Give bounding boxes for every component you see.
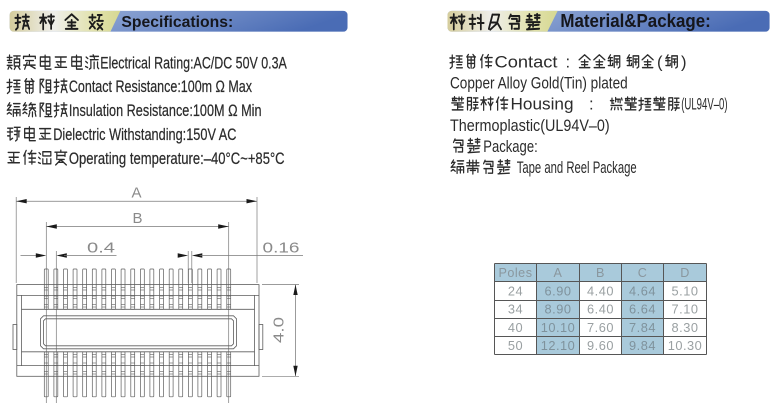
svg-text:4.64: 4.64 (629, 283, 656, 298)
svg-text:D: D (680, 266, 690, 280)
svg-text:Contact: Contact (495, 52, 558, 71)
svg-text:A: A (131, 185, 141, 202)
svg-text:4.0: 4.0 (271, 317, 288, 343)
svg-text:Specifications:: Specifications: (121, 14, 233, 31)
svg-text::: : (589, 95, 594, 114)
svg-text:7.60: 7.60 (587, 320, 614, 335)
svg-text:B: B (132, 210, 142, 227)
svg-text:5.10: 5.10 (672, 283, 699, 298)
svg-text:(: ( (657, 52, 663, 71)
svg-text:6.90: 6.90 (545, 283, 572, 298)
svg-text:(UL94V–0): (UL94V–0) (681, 95, 727, 114)
svg-text:C: C (638, 266, 648, 280)
svg-text:34: 34 (508, 302, 523, 317)
svg-text:24: 24 (508, 283, 523, 298)
svg-text:0.4: 0.4 (87, 240, 115, 257)
svg-text:Thermoplastic(UL94V–0): Thermoplastic(UL94V–0) (450, 116, 610, 135)
svg-text:): ) (681, 52, 687, 71)
svg-text:Package:: Package: (483, 137, 537, 156)
svg-text:4.40: 4.40 (587, 283, 614, 298)
svg-text:6.40: 6.40 (587, 302, 614, 317)
svg-text:Housing: Housing (511, 95, 574, 114)
svg-text:Electrical Rating:AC/DC 50V 0.: Electrical Rating:AC/DC 50V 0.3A (100, 53, 287, 72)
svg-text:Poles: Poles (498, 266, 532, 280)
svg-text:B: B (596, 266, 605, 280)
svg-text:12.10: 12.10 (541, 338, 576, 353)
svg-text:10.30: 10.30 (668, 338, 703, 353)
svg-text:8.30: 8.30 (672, 320, 699, 335)
svg-text:9.84: 9.84 (629, 338, 656, 353)
svg-text:Material&Package:: Material&Package: (560, 10, 710, 31)
svg-text:7.84: 7.84 (629, 320, 656, 335)
svg-text:8.90: 8.90 (545, 302, 572, 317)
svg-text:Operating temperature:–40°C~+8: Operating temperature:–40°C~+85°C (69, 149, 285, 168)
svg-text:0.16: 0.16 (263, 240, 300, 257)
svg-text:9.60: 9.60 (587, 338, 614, 353)
svg-text:Contact Resistance:100m Ω Max: Contact Resistance:100m Ω Max (69, 77, 253, 96)
svg-text:10.10: 10.10 (541, 320, 576, 335)
svg-text::: : (566, 52, 571, 71)
svg-text:6.64: 6.64 (629, 302, 656, 317)
svg-text:40: 40 (508, 320, 523, 335)
svg-text:50: 50 (508, 338, 523, 353)
svg-text:7.10: 7.10 (672, 302, 699, 317)
svg-text:A: A (554, 266, 563, 280)
svg-text:Dielectric Withstanding:150V A: Dielectric Withstanding:150V AC (53, 125, 236, 144)
svg-text:Copper Alloy Gold(Tin) plated: Copper Alloy Gold(Tin) plated (450, 74, 628, 93)
svg-text:Tape and Reel Package: Tape and Reel Package (517, 158, 637, 177)
svg-text:Insulation Resistance:100M Ω: Insulation Resistance:100M Ω Min (69, 101, 262, 120)
